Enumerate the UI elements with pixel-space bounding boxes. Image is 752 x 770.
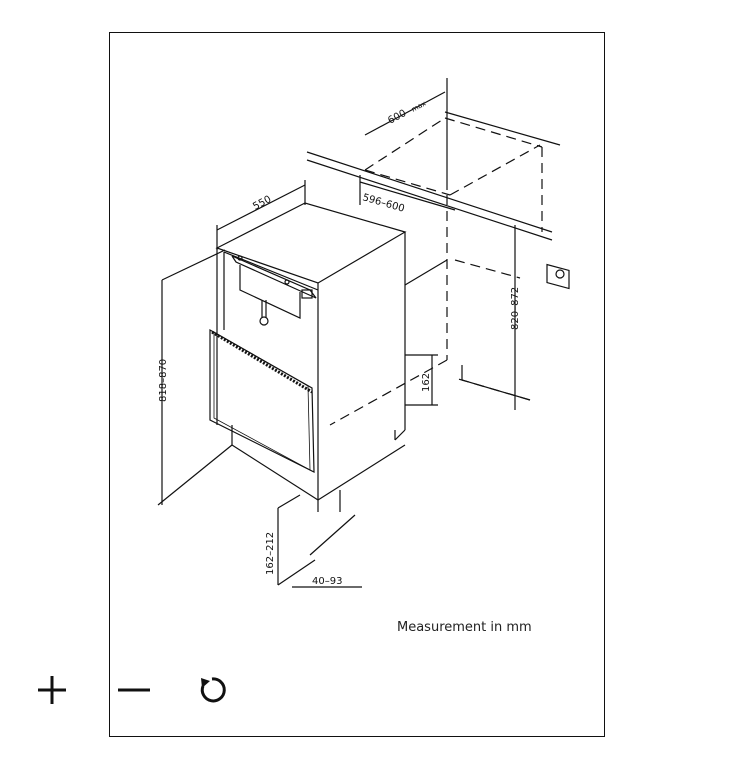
dim-40-93: 40–93 <box>312 576 342 587</box>
dim-max-suffix: max <box>410 100 427 114</box>
zoom-out-button[interactable] <box>110 668 154 712</box>
dim-600-max: 600 <box>386 108 408 127</box>
drawing-frame <box>109 32 605 737</box>
dim-818-870: 818–870 <box>158 359 169 402</box>
dim-820-872: 820–872 <box>510 287 521 330</box>
rotate-reset-icon <box>200 677 226 703</box>
dim-550: 550 <box>251 194 273 213</box>
plus-icon <box>38 676 66 704</box>
dim-162-212: 162–212 <box>265 532 276 575</box>
measurement-caption: Measurement in mm <box>397 620 532 635</box>
dim-162: 162 <box>421 373 432 392</box>
reset-button[interactable] <box>190 668 234 712</box>
minus-icon <box>118 688 150 692</box>
zoom-in-button[interactable] <box>30 668 74 712</box>
dim-596-600: 596–600 <box>361 192 406 214</box>
